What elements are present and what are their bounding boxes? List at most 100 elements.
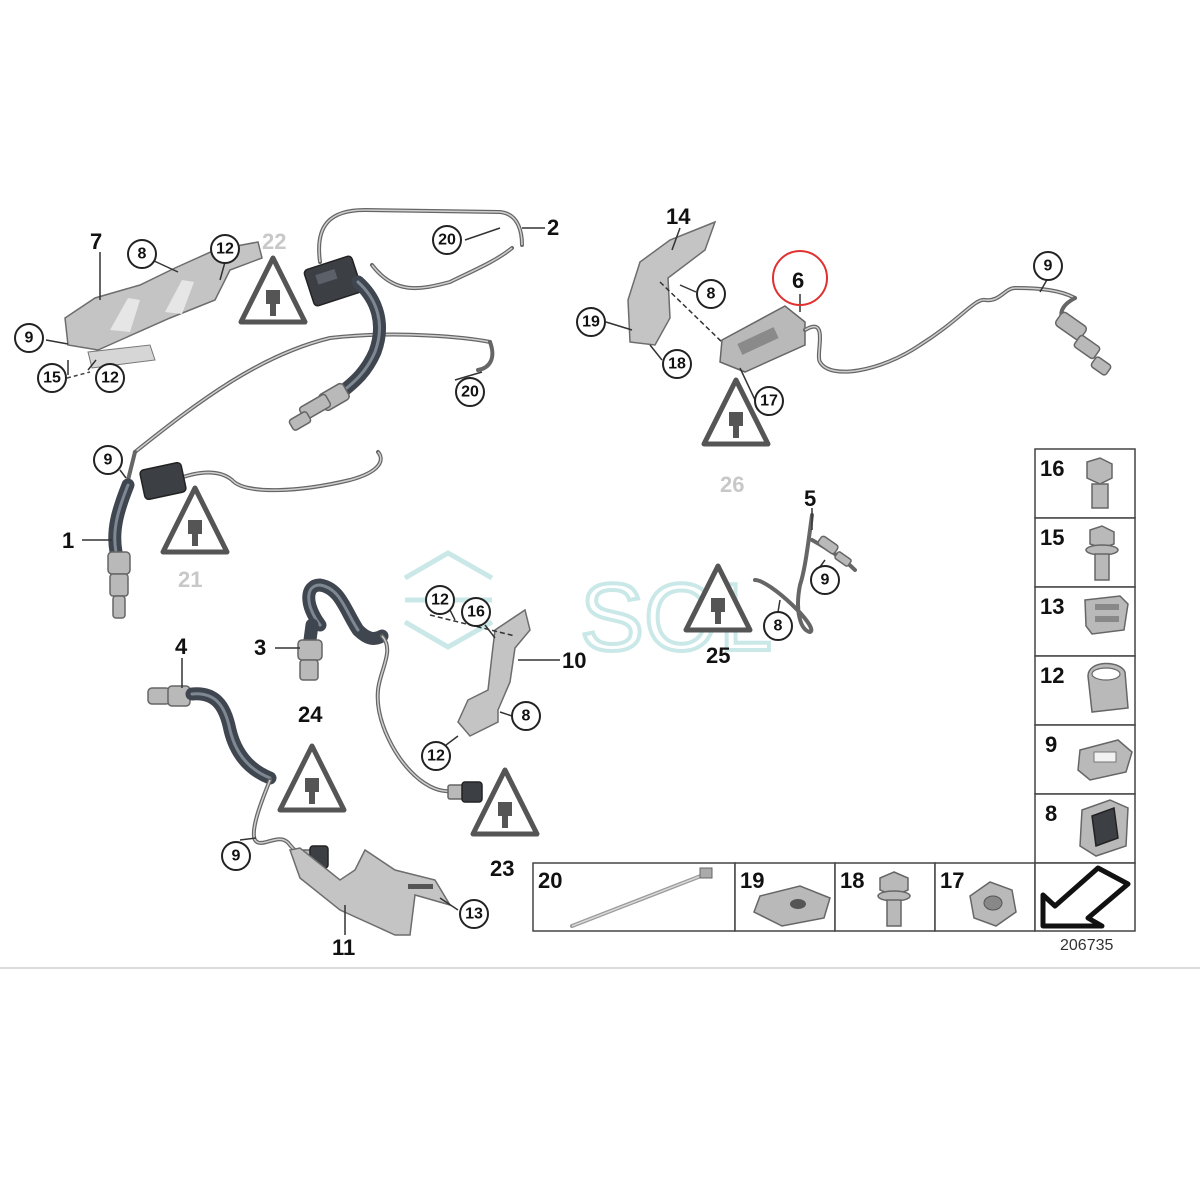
parts-table-bottom: 20 19 18 17 bbox=[532, 862, 1136, 932]
svg-text:8: 8 bbox=[707, 286, 716, 303]
circled-callout: 20 bbox=[455, 377, 485, 407]
svg-text:8: 8 bbox=[522, 708, 531, 725]
svg-text:19: 19 bbox=[582, 314, 600, 331]
warning-triangle-23 bbox=[470, 767, 540, 837]
circled-callout: 12 bbox=[425, 585, 455, 615]
svg-text:17: 17 bbox=[760, 393, 778, 410]
sensor-1-hose bbox=[108, 478, 135, 559]
svg-text:9: 9 bbox=[104, 452, 113, 469]
svg-text:20: 20 bbox=[438, 232, 456, 249]
sensor-3-hose bbox=[302, 578, 389, 647]
callout-22: 22 bbox=[262, 229, 286, 254]
callout-21: 21 bbox=[178, 567, 202, 592]
oxygen-sensor-5 bbox=[817, 535, 852, 567]
svg-text:12: 12 bbox=[101, 370, 119, 387]
circled-callout: 15 bbox=[37, 363, 67, 393]
svg-text:8: 8 bbox=[774, 618, 783, 635]
cable-tie-icon bbox=[570, 867, 713, 928]
circled-callout: 16 bbox=[461, 597, 491, 627]
hex-bolt-icon bbox=[877, 871, 911, 927]
table-label-18: 18 bbox=[840, 868, 864, 893]
svg-text:18: 18 bbox=[668, 356, 686, 373]
callout-2: 2 bbox=[547, 215, 559, 240]
table-label-12: 12 bbox=[1040, 663, 1064, 688]
bolt-icon bbox=[1086, 457, 1113, 509]
svg-text:15: 15 bbox=[43, 370, 61, 387]
callout-14: 14 bbox=[666, 204, 691, 229]
sensor-3-wiring bbox=[375, 634, 460, 794]
svg-text:13: 13 bbox=[465, 906, 483, 923]
circled-callout: 13 bbox=[459, 899, 489, 929]
direction-arrow-icon bbox=[1040, 865, 1131, 929]
circled-callout: 20 bbox=[432, 225, 462, 255]
table-label-15: 15 bbox=[1040, 525, 1064, 550]
table-label-9: 9 bbox=[1045, 732, 1057, 757]
circled-callout: 12 bbox=[95, 363, 125, 393]
warning-triangle-22 bbox=[238, 255, 308, 325]
svg-text:12: 12 bbox=[431, 592, 449, 609]
circled-callout: 9 bbox=[810, 565, 840, 595]
callout-1: 1 bbox=[62, 528, 74, 553]
callout-11: 11 bbox=[332, 935, 355, 960]
oxygen-sensor-4 bbox=[147, 685, 191, 707]
callout-4: 4 bbox=[175, 634, 188, 659]
parts-table-right: 16 15 13 12 9 8 bbox=[1034, 448, 1136, 864]
diagram-reference-number: 206735 bbox=[1060, 937, 1113, 954]
oxygen-sensor-3 bbox=[297, 639, 323, 681]
circled-callout: 8 bbox=[696, 279, 726, 309]
svg-text:16: 16 bbox=[467, 604, 485, 621]
warning-triangle-21 bbox=[160, 485, 230, 555]
heat-shield-bracket bbox=[64, 241, 263, 379]
cable-holder-icon bbox=[1087, 662, 1129, 713]
plain-callouts: 7 22 2 14 6 1 21 26 5 4 3 10 25 24 23 11 bbox=[62, 204, 816, 960]
svg-text:20: 20 bbox=[461, 384, 479, 401]
cable-clip-icon bbox=[1077, 739, 1133, 781]
sensor-6-wiring bbox=[803, 286, 1077, 374]
sensor-1-connector bbox=[139, 461, 187, 501]
hex-nut-icon bbox=[969, 881, 1017, 927]
circled-callout: 9 bbox=[1033, 251, 1063, 281]
circled-callout: 12 bbox=[421, 741, 451, 771]
clip-nut-icon bbox=[753, 885, 831, 927]
sensor-2-connector bbox=[303, 255, 363, 307]
callout-6: 6 bbox=[792, 268, 804, 293]
spring-clip-icon bbox=[1084, 595, 1129, 635]
callout-24: 24 bbox=[298, 702, 323, 727]
svg-text:9: 9 bbox=[25, 330, 34, 347]
circled-callout: 9 bbox=[221, 841, 251, 871]
flange-bolt-icon bbox=[1085, 525, 1119, 581]
warning-triangle-24 bbox=[277, 743, 347, 813]
svg-text:12: 12 bbox=[216, 241, 234, 258]
circled-callout: 8 bbox=[127, 239, 157, 269]
sensor-2-hose bbox=[335, 275, 387, 399]
circled-callout: 8 bbox=[511, 701, 541, 731]
callout-10: 10 bbox=[562, 648, 586, 673]
circled-callout: 17 bbox=[754, 386, 784, 416]
warning-triangle-25 bbox=[683, 563, 753, 633]
oxygen-sensor-2 bbox=[288, 382, 350, 431]
sensor-4-hose bbox=[185, 687, 277, 785]
sensor-1-wiring bbox=[126, 450, 383, 493]
table-label-20: 20 bbox=[538, 868, 562, 893]
callout-5: 5 bbox=[804, 486, 816, 511]
circled-callout: 8 bbox=[763, 611, 793, 641]
svg-text:9: 9 bbox=[1044, 258, 1053, 275]
sensor-6-bracket-14 bbox=[627, 220, 726, 346]
sensor-2-wiring bbox=[133, 208, 524, 454]
table-label-13: 13 bbox=[1040, 594, 1064, 619]
callout-23: 23 bbox=[490, 856, 514, 881]
circled-callout: 19 bbox=[576, 307, 606, 337]
callout-3: 3 bbox=[254, 635, 266, 660]
circled-callout: 18 bbox=[662, 349, 692, 379]
table-label-8: 8 bbox=[1045, 801, 1057, 826]
oxygen-sensor-6 bbox=[1054, 311, 1112, 376]
leader-lines bbox=[45, 227, 1049, 935]
svg-text:8: 8 bbox=[138, 246, 147, 263]
table-label-19: 19 bbox=[740, 868, 764, 893]
table-label-17: 17 bbox=[940, 868, 964, 893]
callout-25: 25 bbox=[706, 643, 730, 668]
oxygen-sensor-1 bbox=[107, 551, 131, 619]
svg-text:12: 12 bbox=[427, 748, 445, 765]
circled-callout: 9 bbox=[93, 445, 123, 475]
